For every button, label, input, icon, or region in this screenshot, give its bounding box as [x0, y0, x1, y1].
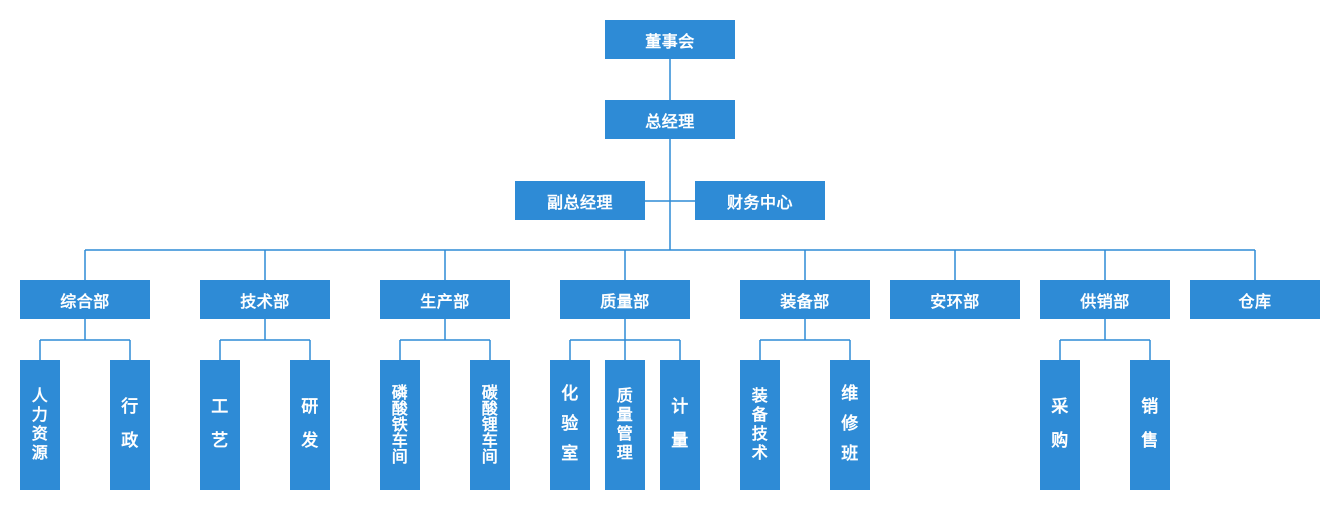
finance-center-node: 财务中心 [695, 181, 825, 220]
vice-general-manager-node: 副总经理 [515, 181, 645, 220]
sub-label-char: 维 [841, 384, 859, 405]
sub-label-char: 人 [31, 386, 49, 406]
sub-label-char: 铁 [391, 415, 409, 434]
sub-label-char: 化 [561, 384, 579, 405]
dept-production: 生产部 [380, 280, 510, 319]
dept-equipment: 装备部 [740, 280, 870, 319]
sub-label-char: 酸 [391, 399, 409, 418]
sub-label-char: 理 [616, 442, 634, 462]
dept-general-affairs: 综合部 [20, 280, 150, 319]
sub-label-char: 行 [121, 397, 139, 418]
sub-label-char: 修 [841, 414, 859, 435]
sub-label-char: 车 [391, 431, 409, 450]
sub-label-char: 酸 [481, 399, 499, 418]
sub-label-char: 销 [1141, 397, 1159, 418]
sub-laboratory: 化验室化验室 [550, 360, 590, 490]
sub-quality-management: 质量管理质量管理 [605, 360, 645, 490]
sub-label-char: 力 [31, 405, 49, 425]
sub-label-char: 艺 [211, 431, 229, 451]
sub-process: 工艺工艺 [200, 360, 240, 490]
general-manager-node: 总经理 [605, 100, 735, 139]
sub-human-resources: 人力资源人力资源 [20, 360, 60, 490]
sub-label-char: 锂 [481, 415, 499, 434]
sub-label-char: 技 [751, 424, 769, 443]
sub-label-char: 政 [121, 431, 139, 451]
sub-sales: 销售销售 [1130, 360, 1170, 490]
sub-label-char: 质 [616, 386, 634, 406]
board-node: 董事会 [605, 20, 735, 59]
sub-label-char: 车 [481, 431, 499, 450]
sub-label-char: 碳 [481, 383, 499, 402]
sub-label-char: 购 [1051, 431, 1069, 451]
sub-maintenance-team: 维修班维修班 [830, 360, 870, 490]
sub-administration: 行政行政 [110, 360, 150, 490]
sub-iron-phosphate-workshop: 磷酸铁车间磷酸铁车间 [380, 360, 420, 490]
sub-label-char: 验 [561, 414, 579, 435]
sub-label-char: 备 [751, 405, 769, 425]
dept-supply-sales: 供销部 [1040, 280, 1170, 319]
sub-label-char: 间 [481, 447, 499, 466]
sub-label-char: 班 [841, 443, 859, 464]
sub-label-char: 术 [751, 442, 769, 462]
sub-label-char: 源 [31, 442, 49, 462]
sub-metrology: 计量计量 [660, 360, 700, 490]
sub-label-char: 装 [751, 386, 769, 406]
sub-label-char: 磷 [391, 383, 409, 402]
sub-label-char: 室 [561, 443, 579, 464]
sub-label-char: 售 [1141, 431, 1159, 451]
sub-label-char: 采 [1051, 397, 1069, 418]
dept-warehouse: 仓库 [1190, 280, 1320, 319]
dept-technology: 技术部 [200, 280, 330, 319]
sub-label-char: 量 [616, 405, 634, 425]
sub-label-char: 资 [31, 424, 49, 443]
sub-label-char: 计 [671, 397, 689, 418]
sub-label-char: 管 [616, 424, 634, 443]
sub-label-char: 量 [671, 431, 689, 451]
sub-procurement: 采购采购 [1040, 360, 1080, 490]
dept-safety-environment: 安环部 [890, 280, 1020, 319]
dept-quality: 质量部 [560, 280, 690, 319]
sub-lithium-carbonate-workshop: 碳酸锂车间碳酸锂车间 [470, 360, 510, 490]
sub-label-char: 工 [211, 397, 229, 418]
sub-label-char: 研 [301, 397, 319, 418]
sub-rnd: 研发研发 [290, 360, 330, 490]
sub-label-char: 间 [391, 447, 409, 466]
sub-label-char: 发 [301, 431, 319, 451]
sub-equipment-technology: 装备技术装备技术 [740, 360, 780, 490]
